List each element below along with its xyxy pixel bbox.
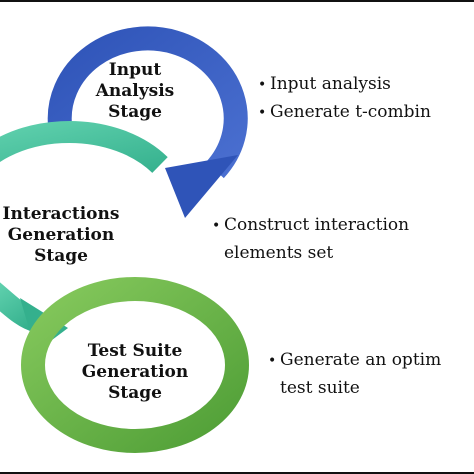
bullet-item: • Input analysis: [258, 74, 391, 94]
bullet-continuation: elements set: [224, 243, 334, 263]
interactions-generation-bullets: • Construct interaction elements set: [212, 212, 409, 267]
bullet-item: • Construct interaction: [212, 215, 410, 235]
input-analysis-bullets: • Input analysis • Generate t-combin: [258, 71, 431, 127]
input-analysis-arrow: [47, 26, 248, 218]
bullet-continuation: test suite: [280, 378, 360, 398]
interactions-generation-stage-label: Interactions Generation Stage: [2, 204, 120, 266]
bullet-item: • Generate t-combin: [258, 102, 431, 122]
bullet-item: • Generate an optim: [268, 350, 442, 370]
input-analysis-stage-label: Input Analysis Stage: [95, 60, 175, 122]
test-suite-generation-ring: [21, 277, 249, 453]
test-suite-generation-stage-label: Test Suite Generation Stage: [81, 341, 189, 403]
test-suite-generation-bullets: • Generate an optim test suite: [268, 347, 441, 402]
